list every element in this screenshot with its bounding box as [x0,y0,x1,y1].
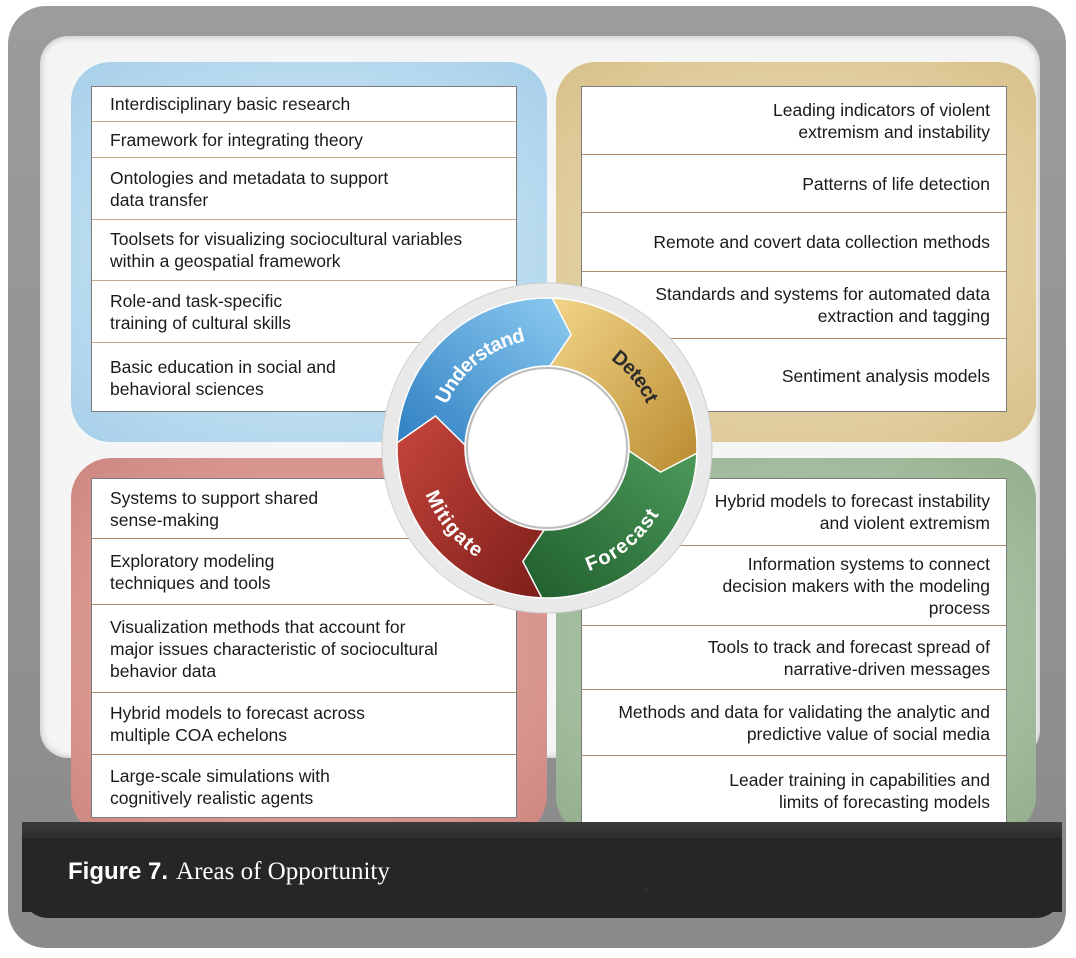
cycle-hub [466,367,628,529]
list-item: Toolsets for visualizing sociocultural v… [92,220,516,281]
list-item: Ontologies and metadata to support data … [92,158,516,220]
list-item: Remote and covert data collection method… [582,213,1006,272]
list-item: Large-scale simulations with cognitively… [110,766,330,808]
figure-caption: Figure 7. Areas of Opportunity [68,852,390,892]
list-item: Leading indicators of violent extremism … [582,87,1006,155]
list-item: Basic education in social and behavioral… [110,357,336,399]
list-item: Hybrid models to forecast instability an… [582,479,1006,546]
figure-title: Areas of Opportunity [176,858,390,885]
understand-list: Interdisciplinary basic research Framewo… [91,86,517,412]
list-item: Tools to track and forecast spread of na… [582,626,1006,690]
list-item: Exploratory modeling techniques and tool… [92,539,516,605]
list-item: Systems to support shared sense-making [92,479,516,539]
list-item: Sentiment analysis models [781,366,990,386]
list-item: Leader training in capabilities and limi… [729,769,990,812]
list-item: Information systems to connect decision … [582,546,1006,626]
list-item: Visualization methods that account for m… [92,605,516,693]
list-item: Hybrid models to forecast across multipl… [92,693,516,755]
list-item: Standards and systems for automated data… [582,272,1006,339]
list-item: Interdisciplinary basic research [92,87,516,122]
caption-band [22,838,1062,912]
list-item: Patterns of life detection [582,155,1006,213]
list-item: Role-and task-specific training of cultu… [92,281,516,343]
figure-label: Figure 7. [68,858,169,885]
mitigate-segment [396,415,546,599]
list-item: Methods and data for validating the anal… [582,690,1006,756]
list-item: Framework for integrating theory [92,122,516,158]
detect-list: Leading indicators of violent extremism … [581,86,1007,412]
